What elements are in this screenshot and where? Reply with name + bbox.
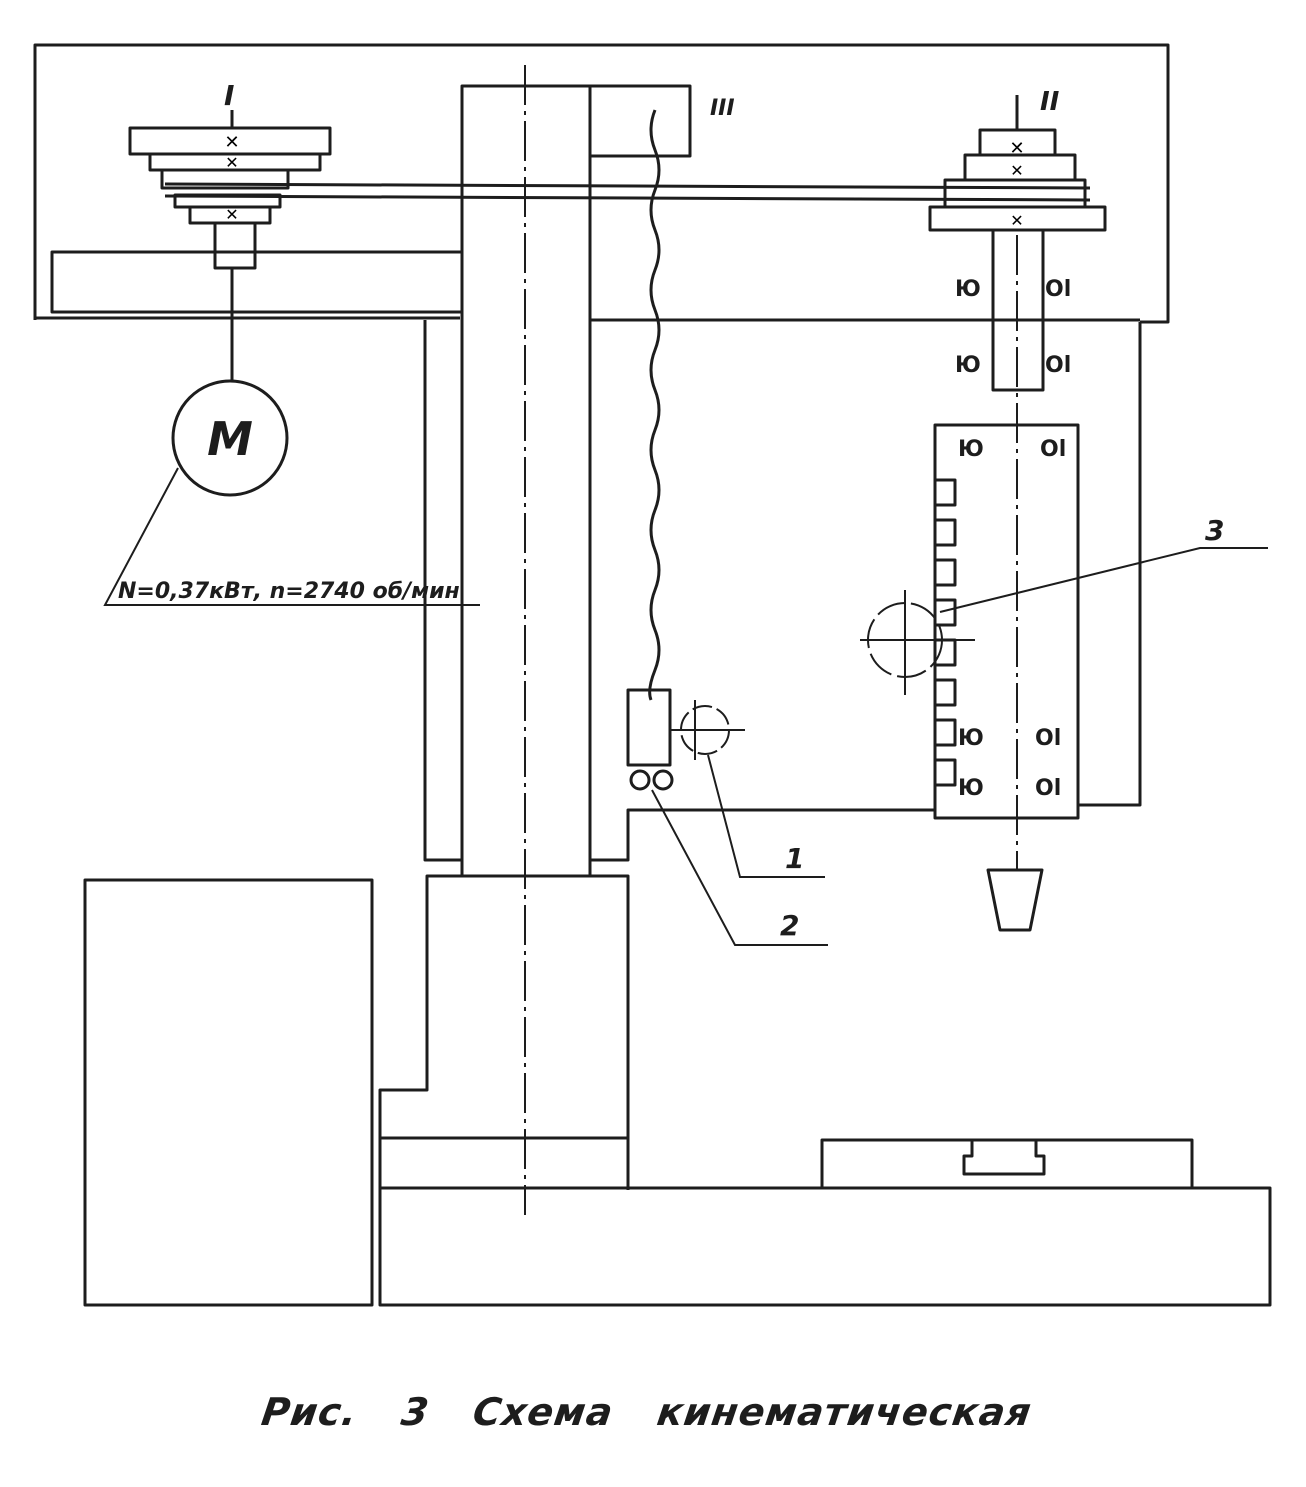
belt-top <box>164 182 1091 190</box>
roller-icon <box>629 769 651 791</box>
head-right-wall <box>1078 322 1142 807</box>
column-base <box>378 874 630 1305</box>
bearing-mark: Ol <box>1035 726 1061 751</box>
machine-base <box>378 1186 1272 1307</box>
motor-leader <box>103 467 480 606</box>
spindle-quill-rack <box>933 423 1080 820</box>
side-cabinet <box>83 878 374 1307</box>
motor-spec: N=0,37кВт, n=2740 об/мин <box>118 579 460 604</box>
bearing-mark: Ю <box>958 726 984 751</box>
bearing-mark: Ю <box>958 776 984 801</box>
shaft-1-label: I <box>224 79 234 112</box>
bearing-mark: Ю <box>955 353 981 378</box>
cutter-tool <box>986 868 1044 932</box>
belt-bottom <box>164 194 1091 202</box>
shaft-2-label: II <box>1040 87 1060 117</box>
nut-block <box>626 688 672 767</box>
bearing-mark: Ol <box>1040 437 1066 462</box>
screw-housing <box>588 84 692 158</box>
bearing-mark: Ol <box>1045 277 1071 302</box>
callout-1: 1 <box>785 842 804 875</box>
spindle-bearings: Ю Ol Ю Ol Ю Ol Ю Ol Ю Ol <box>955 277 1071 801</box>
roller-icon <box>652 769 674 791</box>
bearing-mark: Ol <box>1045 353 1071 378</box>
callout-2-leader <box>651 789 828 946</box>
svg-text:✕: ✕ <box>1009 138 1024 158</box>
shaft-3-label: III <box>710 96 735 121</box>
bearing-mark: Ю <box>958 437 984 462</box>
column-sleeve-left <box>423 320 462 862</box>
callout-2: 2 <box>780 909 799 942</box>
bearing-mark: Ol <box>1035 776 1061 801</box>
pulley-2: II ✕ ✕ ✕ <box>928 87 1107 392</box>
bearing-x-icon: ✕ <box>225 207 238 224</box>
motor-icon <box>171 379 289 497</box>
rack-teeth <box>933 478 957 787</box>
svg-text:✕: ✕ <box>1010 163 1023 180</box>
callout-3: 3 <box>1205 514 1224 547</box>
column-sleeve-right <box>590 808 935 862</box>
motor-symbol: M <box>207 412 253 466</box>
callout-1-leader <box>707 754 825 878</box>
lead-screw <box>648 109 661 701</box>
pulley-1: I ✕ ✕ ✕ <box>128 79 332 270</box>
bearing-mark: Ю <box>955 277 981 302</box>
top-housing <box>33 43 1170 324</box>
callout-3-leader <box>939 547 1268 613</box>
bearing-x-icon: ✕ <box>225 155 238 172</box>
svg-text:✕: ✕ <box>1010 213 1023 230</box>
figure-caption: Рис. 3 Схема кинематическая <box>258 1390 1035 1434</box>
motor-ledge <box>50 250 464 314</box>
work-table <box>820 1138 1194 1188</box>
bearing-x-icon: ✕ <box>224 132 239 152</box>
